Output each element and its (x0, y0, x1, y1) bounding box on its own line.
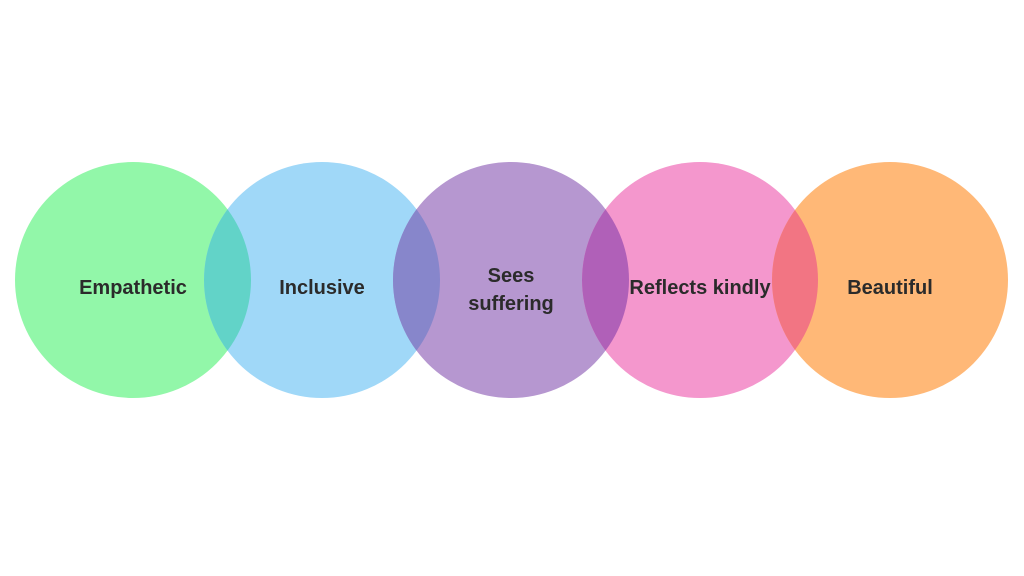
circle-label: Reflects kindly (629, 277, 771, 299)
circle-empathetic (15, 162, 251, 398)
circle-beautiful (772, 162, 1008, 398)
circle-label: Sees suffering (468, 265, 554, 315)
circle-label: Empathetic (79, 277, 187, 299)
circle-inclusive (204, 162, 440, 398)
circle-sees-suffering (393, 162, 629, 398)
circle-label: Inclusive (279, 277, 365, 299)
circle-reflects-kindly (582, 162, 818, 398)
circle-label: Beautiful (847, 277, 933, 299)
